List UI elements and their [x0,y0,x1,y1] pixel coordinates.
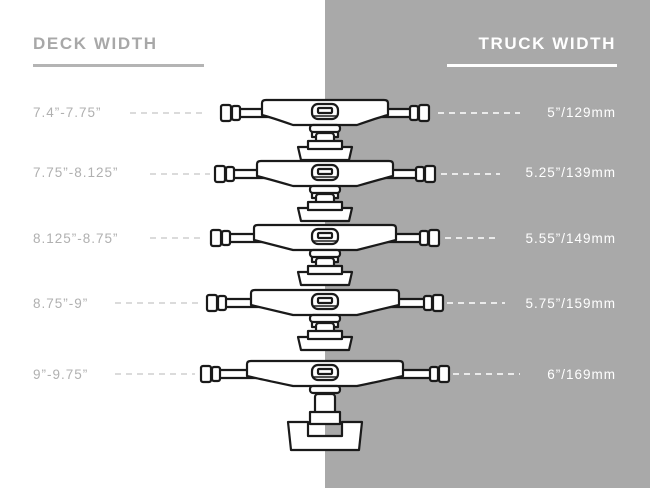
truck-width-label: 5.55”/149mm [525,231,616,246]
deck-width-label: 9”-9.75” [33,367,89,382]
truck-width-underline [447,64,617,67]
deck-width-label: 8.75”-9” [33,296,89,311]
truck-width-label: 5”/129mm [547,105,616,120]
skateboard-truck-icon [199,98,451,452]
skateboard-truck [205,288,445,324]
deck-width-label: 7.4”-7.75” [33,105,102,120]
deck-width-label: 8.125”-8.75” [33,231,119,246]
skateboard-truck [219,98,431,134]
skateboard-truck [213,159,437,195]
truck-width-label: 5.25”/139mm [525,165,616,180]
deck-width-label: 7.75”-8.125” [33,165,119,180]
dashed-guide-lines [115,112,520,375]
truck-width-label: 6”/169mm [547,367,616,382]
deck-width-header: DECK WIDTH [33,34,158,53]
skateboard-truck [209,223,441,259]
truck-width-label: 5.75”/159mm [525,296,616,311]
skateboard-truck [199,359,451,395]
deck-width-underline [33,64,204,67]
baseplate [286,392,364,452]
truck-width-header: TRUCK WIDTH [478,34,616,53]
